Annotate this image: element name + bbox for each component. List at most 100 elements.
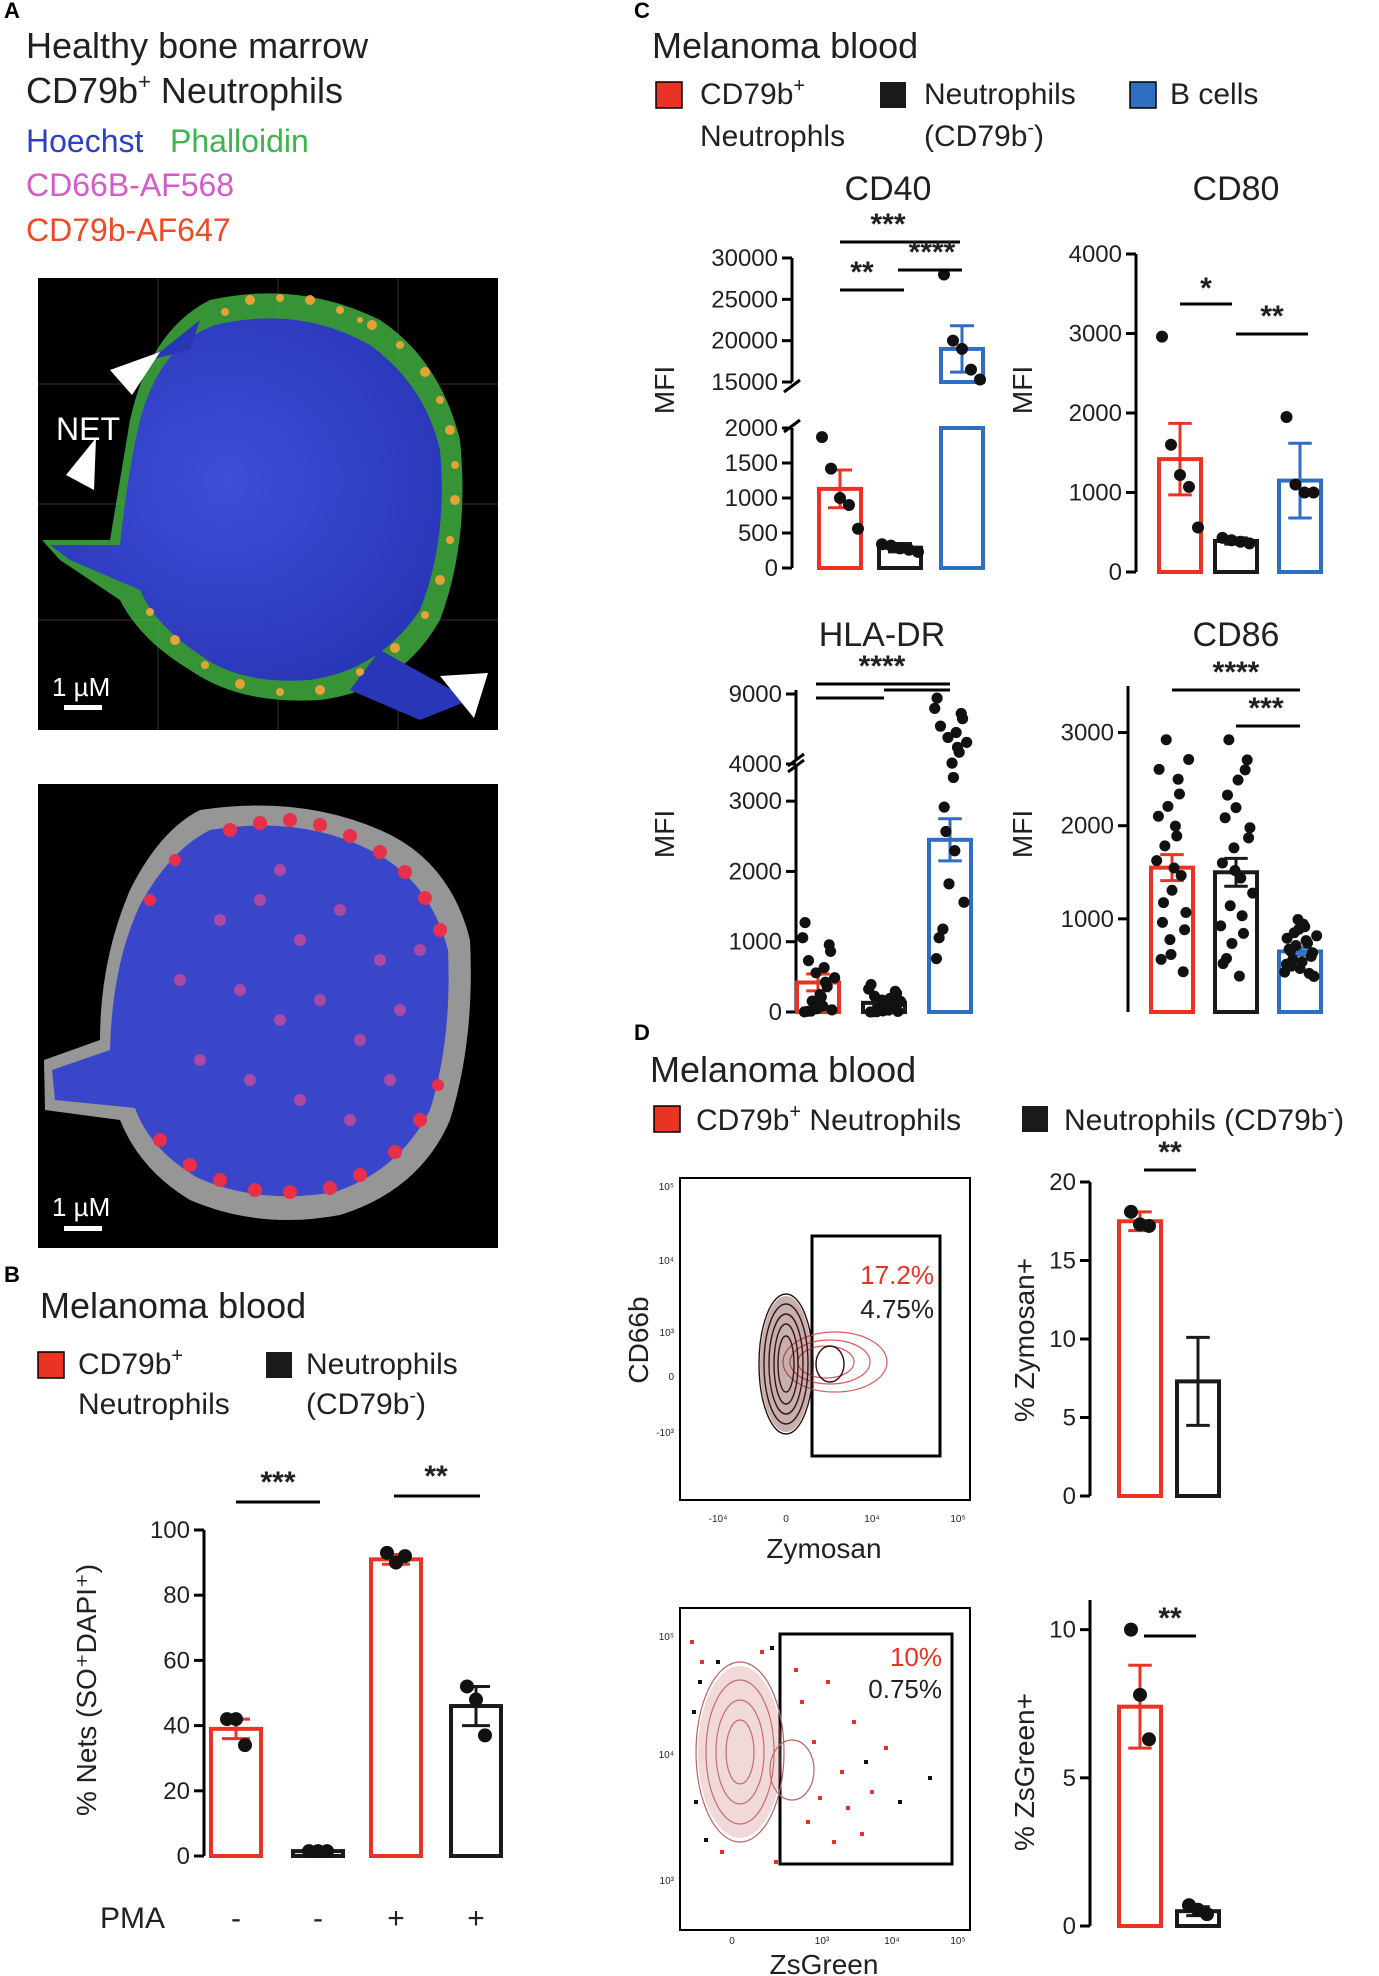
b-ytick-3: 40 — [163, 1713, 190, 1740]
panel-d-legend-neg-swatch — [1022, 1106, 1048, 1132]
cd86-point-1-6 — [1171, 830, 1183, 842]
panel-b-label: B — [4, 1262, 20, 1287]
b-bar-3 — [369, 1557, 423, 1858]
b-ytick-4: 60 — [163, 1647, 190, 1674]
net-arrowhead-2 — [66, 438, 96, 490]
pma-row-label: PMA — [100, 1902, 165, 1935]
sig-cd80-2: ** — [1260, 300, 1284, 333]
cd86-point-1-2 — [1180, 906, 1192, 918]
cd40-point-2-4 — [903, 543, 915, 556]
panel-c-label: C — [634, 0, 650, 23]
cd86-point-2-20 — [1237, 927, 1249, 939]
cd86-point-1-13 — [1179, 924, 1191, 936]
cd86-point-2-11 — [1226, 937, 1238, 949]
cd80-point-1-2 — [1165, 438, 1177, 451]
panel-c-legend-neg-text: (CD79b — [924, 120, 1027, 153]
panel-d-legend-pos-swatch — [653, 1105, 681, 1133]
cd86-ylabel: MFI — [1007, 810, 1038, 858]
cd86-point-1-3 — [1183, 753, 1195, 765]
flow2-ytick-3: 10³ — [660, 1876, 675, 1887]
hladr-low-ytick-2: 1000 — [729, 929, 782, 956]
hladr-point-3-28 — [938, 801, 950, 813]
panel-c-legend-bcell: B cells — [1170, 78, 1258, 111]
sig-b-1: *** — [260, 1466, 295, 1499]
panel-b-legend-neg-line1: Neutrophils — [306, 1348, 458, 1381]
cd86-point-3-18 — [1294, 963, 1306, 975]
panel-b-legend-pos-swatch — [37, 1351, 65, 1379]
flow1-xtick-2: 0 — [783, 1514, 789, 1525]
hladr-point-3-40 — [942, 731, 954, 743]
panel-d-legend-neg: Neutrophils (CD79b-) — [1064, 1101, 1344, 1137]
panel-d-legend-pos-text: CD79b — [696, 1104, 789, 1137]
pma-4: + — [467, 1902, 485, 1935]
cd86-point-3-11 — [1290, 939, 1302, 951]
zs-ytick-1: 0 — [1063, 1913, 1076, 1940]
cd86-point-1-11 — [1162, 800, 1174, 812]
micrograph-bottom: 1 µM — [38, 784, 498, 1248]
cd80-point-3-3 — [1298, 486, 1311, 499]
cd86-point-1-12 — [1160, 734, 1172, 746]
cd86-ytick-3: 3000 — [1061, 720, 1114, 747]
hladr-point-3-33 — [940, 826, 952, 838]
cd40-point-3-2 — [947, 334, 959, 347]
cd80-ytick-5: 4000 — [1069, 241, 1122, 268]
panel-a-title-line1: Healthy bone marrow — [26, 25, 369, 66]
hladr-point-1-27 — [797, 932, 809, 944]
flow2-xlabel: ZsGreen — [770, 1949, 879, 1976]
cd86-point-2-1 — [1229, 865, 1241, 877]
pma-2: - — [313, 1902, 323, 1935]
cd80-point-1-3 — [1174, 469, 1186, 482]
cd86-point-1-5 — [1158, 897, 1169, 909]
flow1-xtick-1: -10⁴ — [709, 1514, 728, 1525]
scale-bar-bottom-label: 1 µM — [52, 1192, 110, 1222]
b-point-4-2 — [469, 1692, 483, 1707]
panel-b-legend-pos-line1: CD79b+ — [78, 1345, 183, 1381]
micrograph-top: NET 1 µM — [38, 278, 498, 730]
hladr-point-1-36 — [819, 976, 831, 988]
cd86-title: CD86 — [1193, 616, 1280, 654]
zym-ytick-3: 10 — [1049, 1326, 1076, 1353]
b-ytick-5: 80 — [163, 1582, 190, 1609]
cd40-point-1-4 — [843, 499, 855, 511]
cd86-point-1-1 — [1165, 948, 1177, 960]
panel-a-label: A — [4, 0, 20, 23]
stain-hoechst: Hoechst — [26, 123, 144, 159]
cd86-point-3-24 — [1308, 970, 1320, 982]
net-arrowhead-3 — [440, 673, 488, 718]
cd40-point-3-1 — [938, 268, 950, 281]
cd86-point-3-14 — [1281, 932, 1293, 944]
hladr-point-3-36 — [951, 741, 963, 753]
sig-zymosan: ** — [1158, 1136, 1182, 1169]
hladr-point-1-23 — [825, 945, 837, 957]
hladr-point-3-35 — [943, 878, 955, 890]
cd86-point-2-9 — [1236, 910, 1248, 922]
hladr-low-ytick-4: 3000 — [729, 788, 782, 815]
cd86-point-1-22 — [1152, 810, 1164, 822]
hladr-point-3-34 — [934, 720, 946, 732]
hladr-point-3-26 — [930, 953, 942, 965]
cd86-point-3-13 — [1307, 947, 1319, 959]
b-point-4-3 — [478, 1728, 492, 1743]
hladr-point-3-39 — [933, 932, 945, 944]
zs-ylabel: % ZsGreen+ — [1009, 1693, 1040, 1851]
panel-d-legend-pos: CD79b+ Neutrophils — [696, 1101, 961, 1137]
hladr-point-1-22 — [814, 989, 826, 1001]
cd86-point-2-12 — [1224, 900, 1236, 912]
cd86-point-3-3 — [1311, 930, 1323, 942]
cd86-point-1-9 — [1172, 773, 1184, 785]
cd86-point-1-16 — [1168, 862, 1180, 874]
scale-bar-bottom — [64, 1226, 102, 1231]
flow1-xtick-3: 10⁴ — [864, 1514, 879, 1525]
flow1-xlabel: Zymosan — [766, 1533, 881, 1564]
cd40-point-3-3 — [956, 342, 968, 355]
cd86-point-2-4 — [1228, 842, 1240, 854]
cd86-point-2-18 — [1230, 802, 1242, 814]
panel-a-title-rest: Neutrophils — [151, 70, 343, 111]
hladr-point-3-29 — [950, 726, 962, 738]
sig-zsgreen: ** — [1158, 1602, 1182, 1635]
hladr-point-3-30 — [958, 896, 970, 908]
b-ytick-1: 0 — [177, 1843, 190, 1870]
flow-gate-zsgreen — [778, 1632, 954, 1866]
